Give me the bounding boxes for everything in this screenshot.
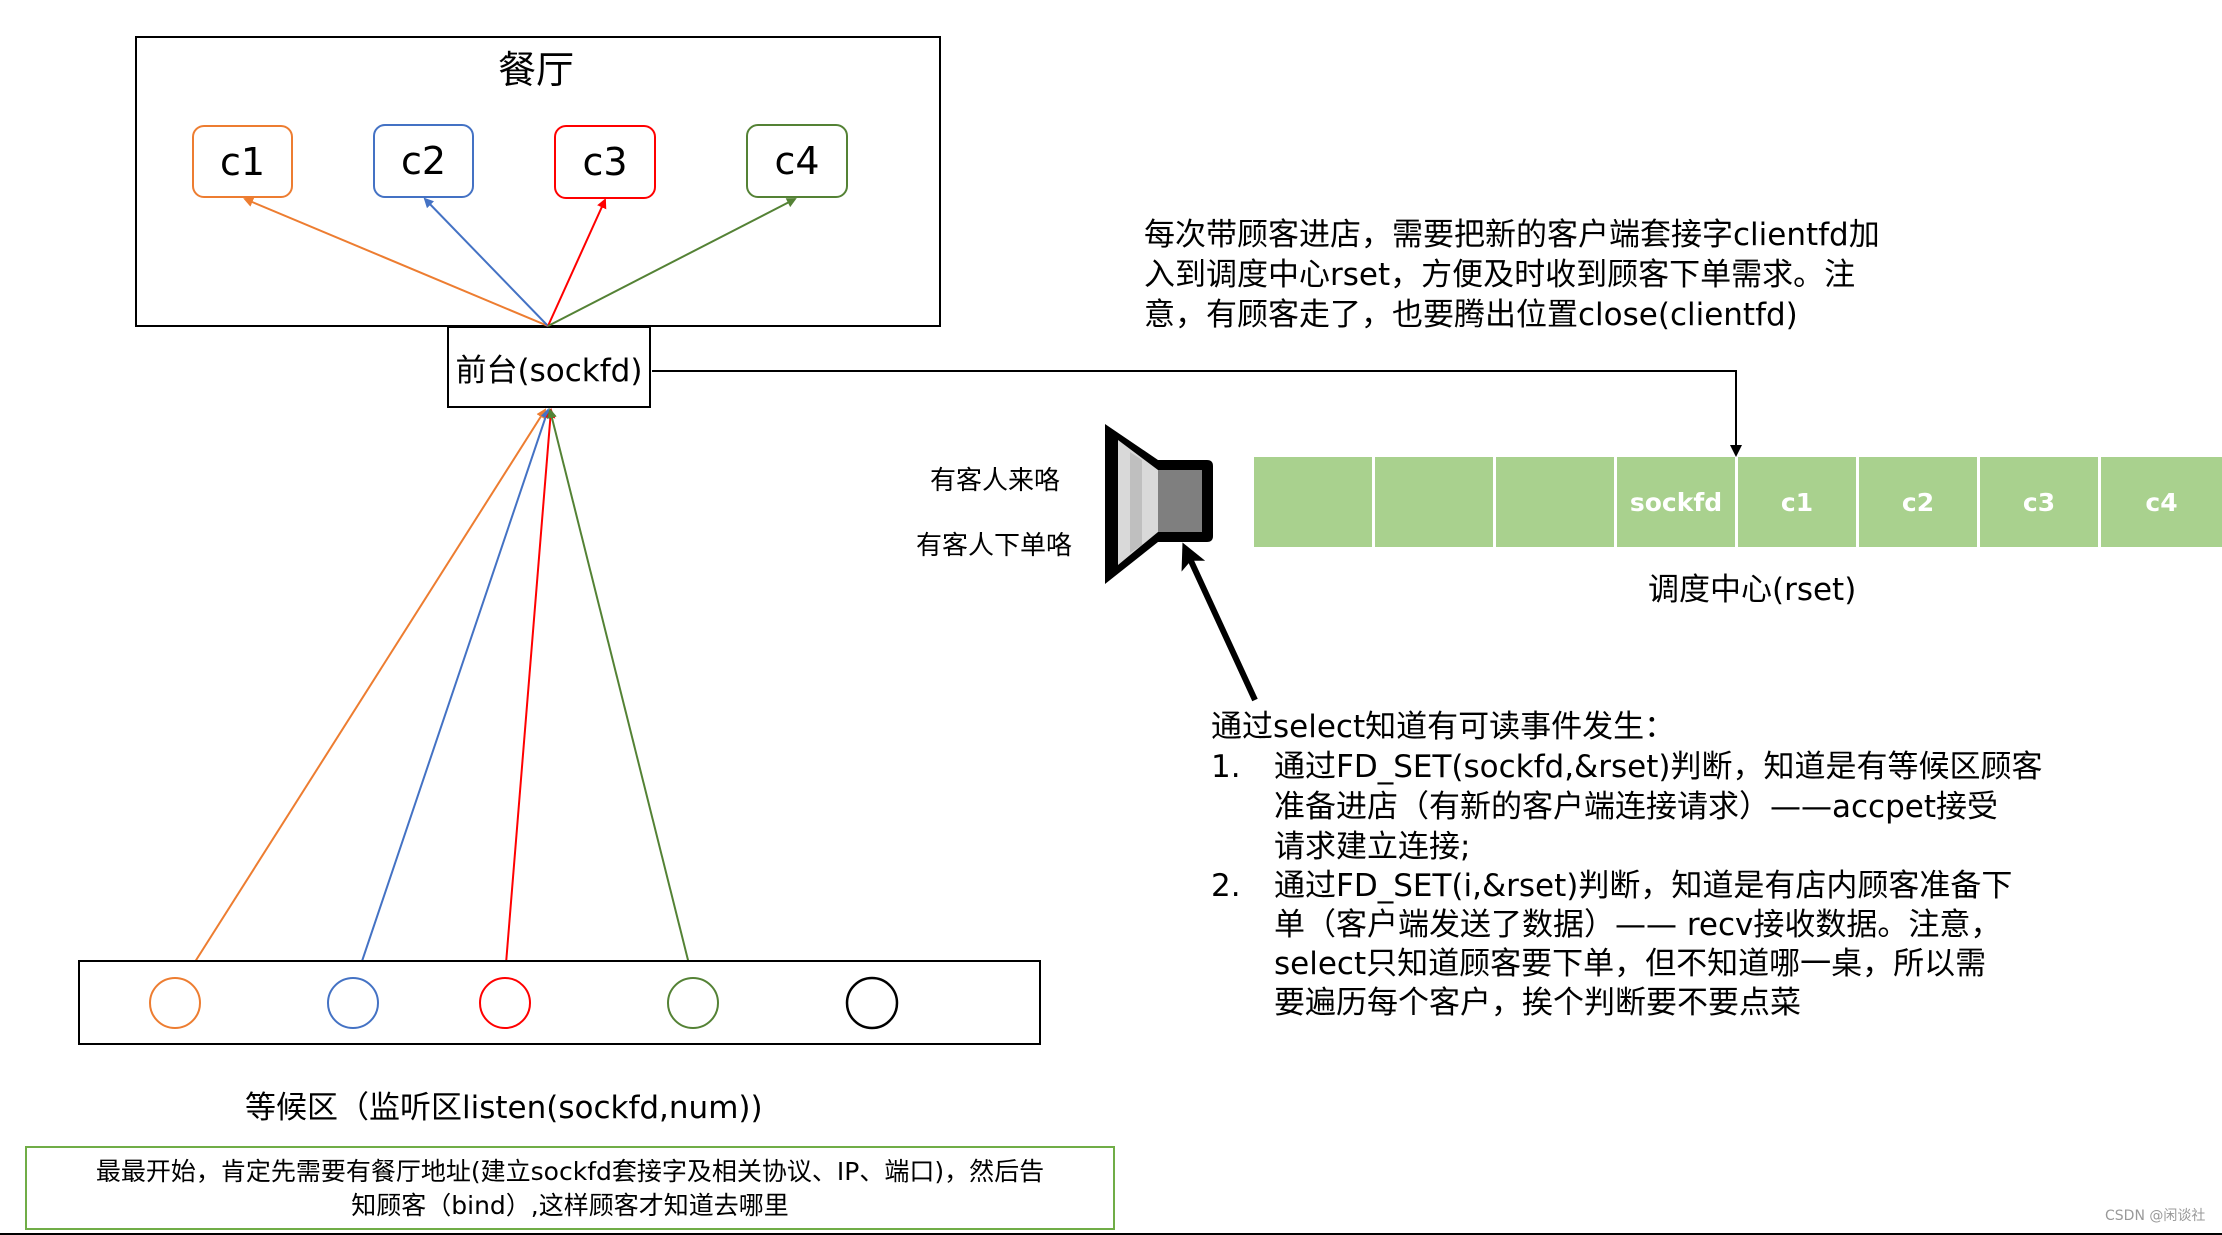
rset-cell-sockfd: sockfd <box>1617 457 1738 547</box>
client-c4: c4 <box>746 124 848 198</box>
arrow-waiting-red <box>504 408 556 977</box>
waiting-client-orange <box>149 977 201 1029</box>
bottom-divider <box>0 1233 2222 1235</box>
select-note-intro: 通过select知道有可读事件发生： <box>1211 709 1676 745</box>
restaurant-title: 餐厅 <box>498 48 575 92</box>
watermark: CSDN @闲谈社 <box>2105 1208 2206 1224</box>
waiting-client-black <box>845 976 899 1030</box>
arrow-to-c2 <box>423 197 549 327</box>
client-c1: c1 <box>192 125 293 198</box>
speaker-text-1: 有客人来咯 <box>930 466 1061 496</box>
rset-cell-c4: c4 <box>2101 457 2222 547</box>
arrow-to-rset <box>652 370 1742 457</box>
bottom-note-box: 最最开始，肯定先需要有餐厅地址(建立sockfd套接字及相关协议、IP、端口)，… <box>25 1146 1115 1230</box>
bottom-note-line-2: 知顾客（bind）,这样顾客才知道去哪里 <box>351 1191 789 1220</box>
front-desk-label: 前台(sockfd) <box>455 352 643 389</box>
client-c2: c2 <box>373 124 474 198</box>
arrow-waiting-green <box>547 408 693 977</box>
arrow-to-c3 <box>547 198 607 327</box>
select-note-item-1-line-3: 请求建立连接; <box>1274 829 1471 865</box>
rset-cell-c1: c1 <box>1738 457 1859 547</box>
rset-cell-empty-3 <box>1496 457 1617 547</box>
top-note-line-1: 每次带顾客进店，需要把新的客户端套接字clientfd加 <box>1144 217 1880 253</box>
rset-cell-empty-1 <box>1254 457 1375 547</box>
client-c3: c3 <box>554 125 656 199</box>
waiting-caption: 等候区（监听区listen(sockfd,num)) <box>245 1090 763 1126</box>
top-note-line-2: 入到调度中心rset，方便及时收到顾客下单需求。注 <box>1144 257 1856 293</box>
select-note-item-1-num: 1. <box>1211 749 1241 785</box>
front-desk-box: 前台(sockfd) <box>447 326 651 408</box>
select-note-item-1-line-1: 通过FD_SET(sockfd,&rset)判断，知道是有等候区顾客 <box>1274 749 2043 785</box>
top-note-line-3: 意，有顾客走了，也要腾出位置close(clientfd) <box>1144 297 1798 333</box>
select-note-item-2-num: 2. <box>1211 868 1241 904</box>
select-note-item-1-line-2: 准备进店（有新的客户端连接请求）——accpet接受 <box>1274 789 1998 825</box>
select-note-item-2-line-3: select只知道顾客要下单，但不知道哪一桌，所以需 <box>1274 946 1987 982</box>
waiting-client-green <box>667 977 719 1029</box>
rset-cell-c3: c3 <box>1980 457 2101 547</box>
arrow-to-c1 <box>243 197 549 327</box>
waiting-client-red <box>479 977 531 1029</box>
arrow-waiting-blue <box>356 408 551 977</box>
arrow-waiting-orange <box>185 408 547 977</box>
bottom-note-line-1: 最最开始，肯定先需要有餐厅地址(建立sockfd套接字及相关协议、IP、端口)，… <box>95 1157 1045 1186</box>
arrow-to-speaker <box>1181 542 1258 702</box>
select-note-item-2-line-4: 要遍历每个客户，挨个判断要不要点菜 <box>1274 985 1801 1021</box>
arrow-to-c4 <box>547 198 797 327</box>
rset-cell-empty-2 <box>1375 457 1496 547</box>
select-note-item-2-line-2: 单（客户端发送了数据）—— recv接收数据。注意， <box>1274 907 2002 943</box>
rset-caption: 调度中心(rset) <box>1648 572 1857 608</box>
waiting-client-blue <box>327 977 379 1029</box>
select-note-item-2-line-1: 通过FD_SET(i,&rset)判断，知道是有店内顾客准备下 <box>1274 868 2013 904</box>
rset-cell-c2: c2 <box>1859 457 1980 547</box>
speaker-text-2: 有客人下单咯 <box>916 531 1073 561</box>
